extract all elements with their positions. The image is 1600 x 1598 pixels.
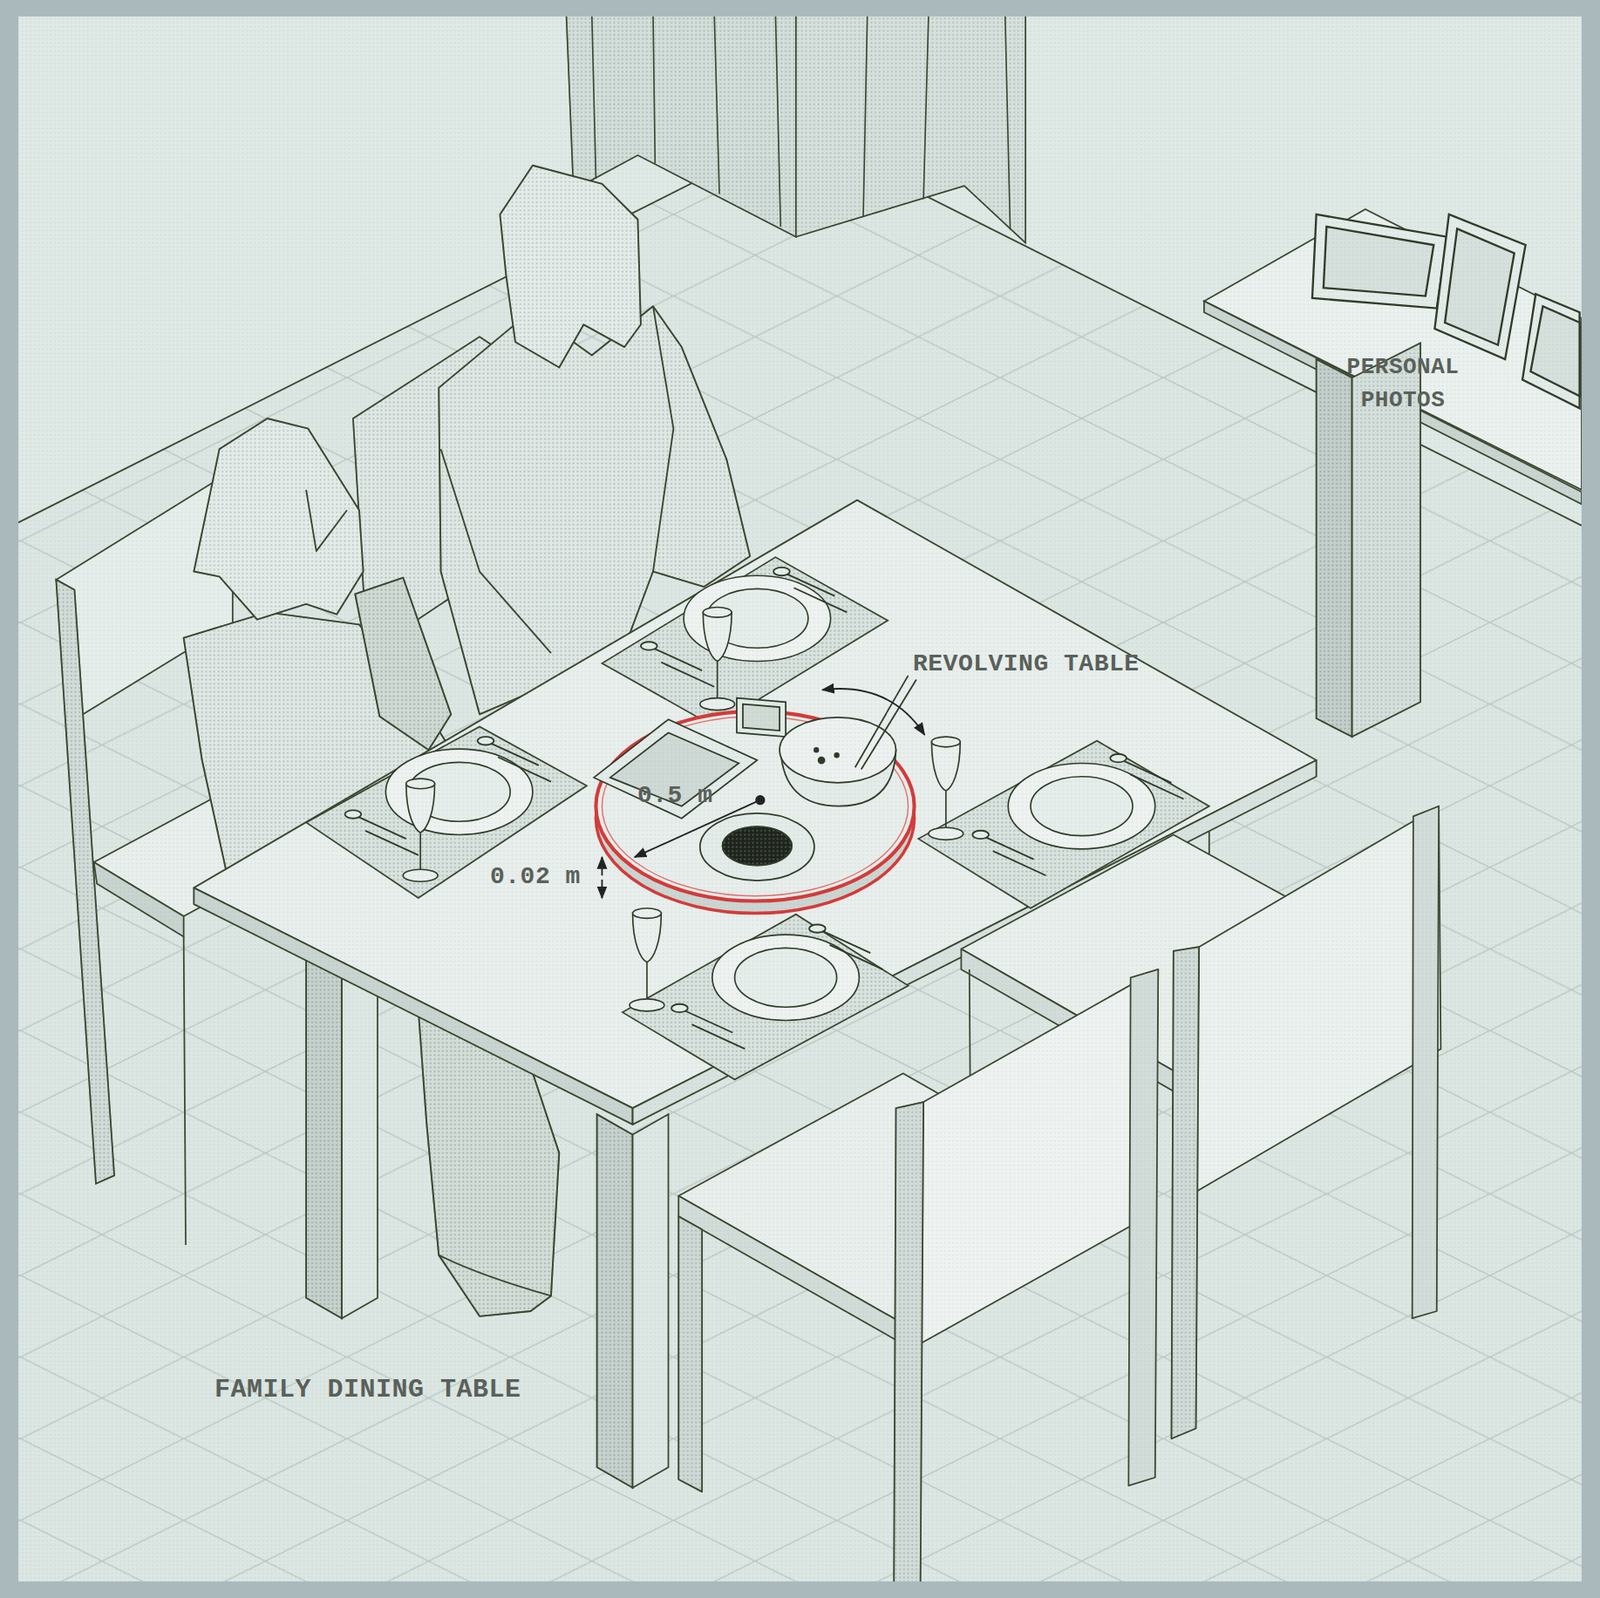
dimension-label: 0.02 m <box>490 862 581 892</box>
halftone-overlay <box>18 14 1582 1583</box>
component-label: REVOLVING TABLE <box>912 649 1140 680</box>
area-label: FAMILY DINING TABLE <box>214 1374 522 1406</box>
dimension-label: 0.5 m <box>637 781 714 811</box>
room-background <box>18 14 1582 1583</box>
frame-border <box>9 6 1592 1591</box>
area-label: PERSONAL PHOTOS <box>1320 350 1486 417</box>
